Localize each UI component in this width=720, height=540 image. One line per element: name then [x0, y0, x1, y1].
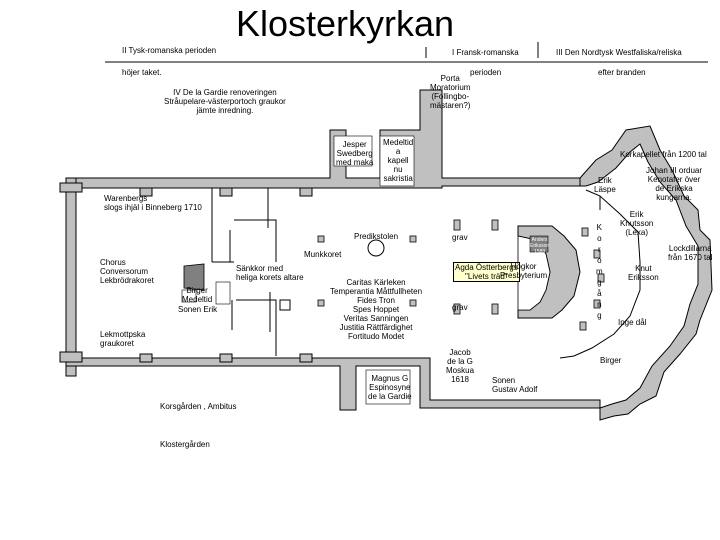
period-i-label: I Fransk-romanska	[452, 48, 519, 57]
west-wall	[65, 177, 77, 377]
medeltida-kapell-box	[379, 135, 415, 187]
south-wall	[65, 357, 601, 411]
north-buttresses	[59, 182, 313, 197]
munkkoret-label: Munkkoret	[304, 250, 342, 259]
ingeborg-label: Inge dål	[618, 318, 647, 327]
birger-label: Birger	[600, 356, 622, 365]
korsgarden-label: Korsgården , Ambitus	[160, 402, 237, 411]
korkapellet-label: Korkapellet från 1200 tal	[620, 150, 707, 159]
grav-label-north: grav	[452, 233, 468, 242]
jesper-box	[333, 135, 373, 167]
klostergarden-label: Klostergården	[160, 440, 210, 449]
agda-osterberg-label[interactable]: Agda Östterbergs"Livets träd"	[453, 262, 520, 282]
nave-pillars	[317, 235, 417, 307]
church-walls	[59, 89, 713, 421]
altar-block	[183, 263, 205, 291]
period-iii-continued: efter branden	[598, 68, 646, 77]
north-wall	[65, 89, 581, 189]
birger-grave	[181, 289, 197, 303]
ambulatory-inner-line	[559, 189, 641, 359]
grav-label-south: grav	[452, 303, 468, 312]
predikstolen-label: Predikstolen	[354, 232, 399, 241]
ambulatory-wall	[579, 125, 713, 421]
period-ii-label: II Tysk-romanska perioden	[122, 46, 217, 55]
period-iii-label: III Den Nordtysk Westfaliska/reliska	[556, 48, 682, 57]
sankkor-box	[215, 281, 231, 305]
sonen-erik-label: Sonen Erik	[178, 305, 218, 314]
anders-eriksson-grave	[529, 235, 549, 253]
font-square	[279, 299, 291, 311]
magnus-box	[365, 369, 411, 405]
period-i-continued: perioden	[470, 68, 502, 77]
page-title: Klosterkyrkan	[236, 3, 455, 44]
pulpit-circle	[367, 239, 385, 257]
roof-note: höjer taket.	[122, 68, 162, 77]
south-buttresses	[59, 351, 313, 363]
choir-screens	[211, 188, 277, 356]
